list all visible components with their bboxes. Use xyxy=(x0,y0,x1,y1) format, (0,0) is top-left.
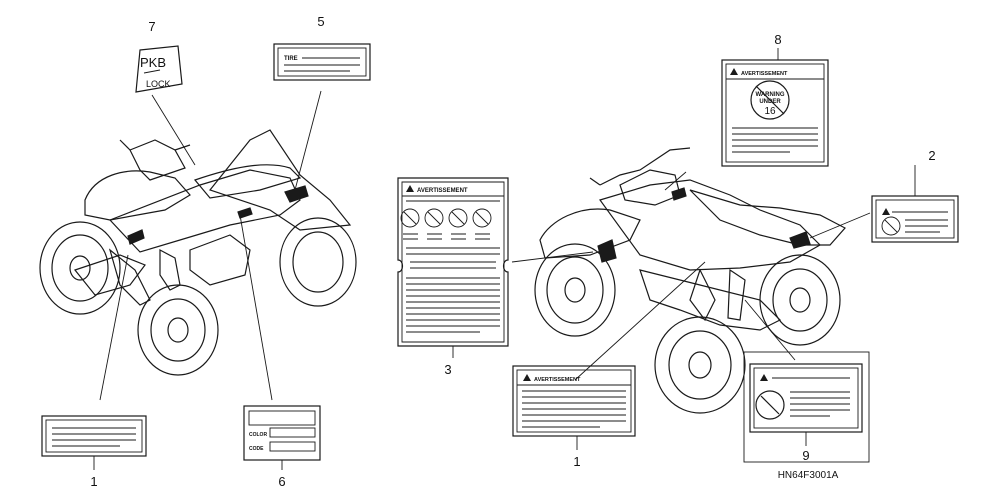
callout-8: 8 xyxy=(774,32,781,47)
callout-7: 7 xyxy=(148,19,155,34)
callout-6: 6 xyxy=(278,474,285,489)
callout-1-left: 1 xyxy=(90,474,97,489)
part-5-tire-label: TIRE xyxy=(273,43,371,81)
callout-9: 9 xyxy=(802,448,809,463)
callout-3: 3 xyxy=(444,362,451,377)
part-7-pkb-lock-label: PKB LOCK xyxy=(135,45,183,93)
pkb-text: PKB xyxy=(140,55,166,70)
callout-2: 2 xyxy=(928,148,935,163)
part-6-color-code-label: COLOR CODE xyxy=(243,405,321,461)
leader-lines xyxy=(99,90,871,401)
under-text: UNDER xyxy=(759,99,781,105)
diagram-code: HN64F3001A xyxy=(778,470,839,481)
label-3-header-text: AVERTISSEMENT xyxy=(417,188,468,194)
part-1-label-left xyxy=(41,415,147,457)
age-16-text: 16 xyxy=(764,106,776,117)
part-8-age-warning-label: AVERTISSEMENT WARNING UNDER 16 xyxy=(721,59,829,167)
lock-text: LOCK xyxy=(146,79,171,89)
callout-5: 5 xyxy=(317,14,324,29)
atv-right-illustration xyxy=(534,147,846,414)
code-text: CODE xyxy=(249,446,264,452)
callout-1-right: 1 xyxy=(573,454,580,469)
tire-text: TIRE xyxy=(284,56,298,62)
part-9-frame xyxy=(743,351,870,463)
part-3-warning-label: AVERTISSEMENT xyxy=(397,177,509,347)
part-1-warning-label-right: AVERTISSEMENT xyxy=(512,365,636,437)
label-8-header-text: AVERTISSEMENT xyxy=(741,71,788,77)
part-9-passenger-warning-label xyxy=(749,363,863,433)
atv-left-illustration xyxy=(39,129,357,376)
color-text: COLOR xyxy=(249,432,267,438)
label-1-header-text: AVERTISSEMENT xyxy=(534,377,581,383)
part-2-passenger-warning-label xyxy=(871,195,959,243)
warning-text: WARNING xyxy=(756,92,785,98)
